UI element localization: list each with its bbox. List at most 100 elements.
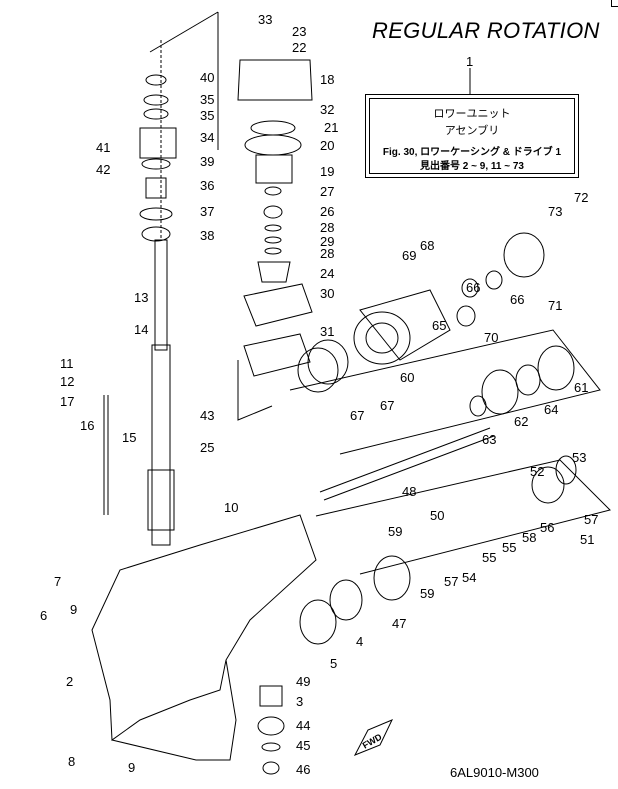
callout-number: 27 — [320, 184, 334, 199]
callout-number: 56 — [540, 520, 554, 535]
part-30-plate — [243, 283, 313, 327]
group-frame-line — [149, 11, 219, 53]
driveshaft-splines — [147, 469, 175, 531]
callout-number: 70 — [484, 330, 498, 345]
callout-number: 34 — [200, 130, 214, 145]
callout-number: 28 — [320, 220, 334, 235]
callout-number: 72 — [574, 190, 588, 205]
callout-number: 59 — [420, 586, 434, 601]
part-4-seal — [329, 579, 363, 621]
part-20 — [244, 134, 302, 156]
callout-number: 63 — [482, 432, 496, 447]
callout-number: 55 — [502, 540, 516, 555]
callout-number: 33 — [258, 12, 272, 27]
callout-number: 59 — [388, 524, 402, 539]
callout-number: 31 — [320, 324, 334, 339]
callout-number: 66 — [466, 280, 480, 295]
callout-number: 39 — [200, 154, 214, 169]
callout-number: 13 — [134, 290, 148, 305]
part-36-bearing — [145, 177, 167, 199]
corner-mark — [611, 0, 618, 7]
callout-number: 62 — [514, 414, 528, 429]
assembly-legend-box: ロワーユニット アセンブリ Fig. 30, ロワーケーシング & ドライブ 1… — [365, 94, 579, 178]
part-66a — [485, 270, 503, 290]
callout-number: 14 — [134, 322, 148, 337]
callout-number: 45 — [296, 738, 310, 753]
callout-number: 67 — [350, 408, 364, 423]
callout-number: 19 — [320, 164, 334, 179]
part-40 — [145, 74, 167, 86]
callout-number: 64 — [544, 402, 558, 417]
callout-number: 48 — [402, 484, 416, 499]
callout-number: 49 — [296, 674, 310, 689]
callout-number: 35 — [200, 108, 214, 123]
part-66b — [461, 278, 479, 298]
legend-line-4: 見出番号 2 ~ 9, 11 ~ 73 — [420, 161, 524, 172]
part-29 — [264, 236, 282, 244]
part-37 — [139, 207, 173, 221]
part-63 — [469, 395, 487, 417]
callout-number: 7 — [54, 574, 61, 589]
callout-number: 29 — [320, 234, 334, 249]
diagram-title: REGULAR ROTATION — [372, 18, 600, 43]
callout-number: 8 — [68, 754, 75, 769]
callout-number: 2 — [66, 674, 73, 689]
callout-number: 6 — [40, 608, 47, 623]
callout-number: 68 — [420, 238, 434, 253]
callout-number: 41 — [96, 140, 110, 155]
legend-number: 1 — [466, 54, 473, 69]
callout-number: 43 — [200, 408, 214, 423]
fwd-arrow-icon — [353, 719, 394, 756]
callout-number: 20 — [320, 138, 334, 153]
callout-number: 23 — [292, 24, 306, 39]
callout-number: 9 — [70, 602, 77, 617]
callout-number: 46 — [296, 762, 310, 777]
callout-number: 42 — [96, 162, 110, 177]
callout-number: 60 — [400, 370, 414, 385]
driveshaft-lower — [151, 344, 171, 546]
callout-number: 37 — [200, 204, 214, 219]
callout-number: 22 — [292, 40, 306, 55]
part-35b — [143, 108, 169, 120]
callout-number: 58 — [522, 530, 536, 545]
callout-number: 67 — [380, 398, 394, 413]
legend-line-2: アセンブリ — [444, 125, 500, 137]
skeg — [111, 659, 237, 761]
part-3-bearing — [259, 685, 283, 707]
callout-number: 10 — [224, 500, 238, 515]
legend-inner-frame: ロワーユニット アセンブリ Fig. 30, ロワーケーシング & ドライブ 1… — [369, 98, 575, 174]
callout-number: 57 — [444, 574, 458, 589]
part-61-bearing — [537, 345, 575, 391]
callout-number: 54 — [462, 570, 476, 585]
part-65 — [456, 305, 476, 327]
part-19-insert — [255, 154, 293, 184]
part-21 — [250, 120, 296, 136]
callout-number: 3 — [296, 694, 303, 709]
part-35a — [143, 94, 169, 106]
callout-number: 12 — [60, 374, 74, 389]
callout-number: 9 — [128, 760, 135, 775]
callout-number: 40 — [200, 70, 214, 85]
callout-number: 32 — [320, 102, 334, 117]
callout-number: 71 — [548, 298, 562, 313]
callout-number: 35 — [200, 92, 214, 107]
part-71-bearing — [503, 232, 545, 278]
part-5-oring — [299, 599, 337, 645]
callout-number: 5 — [330, 656, 337, 671]
callout-number: 16 — [80, 418, 94, 433]
shaft-group-frame — [315, 459, 611, 575]
part-48-propshaft — [319, 427, 491, 493]
callout-number: 47 — [392, 616, 406, 631]
callout-number: 53 — [572, 450, 586, 465]
callout-number: 36 — [200, 178, 214, 193]
gear-group-frame — [289, 329, 601, 455]
part-38 — [141, 226, 171, 242]
callout-number: 15 — [122, 430, 136, 445]
callout-number: 69 — [402, 248, 416, 263]
legend-line-1: ロワーユニット — [433, 108, 511, 120]
part-34-housing — [139, 127, 177, 159]
part-45 — [261, 742, 281, 752]
callout-number: 4 — [356, 634, 363, 649]
